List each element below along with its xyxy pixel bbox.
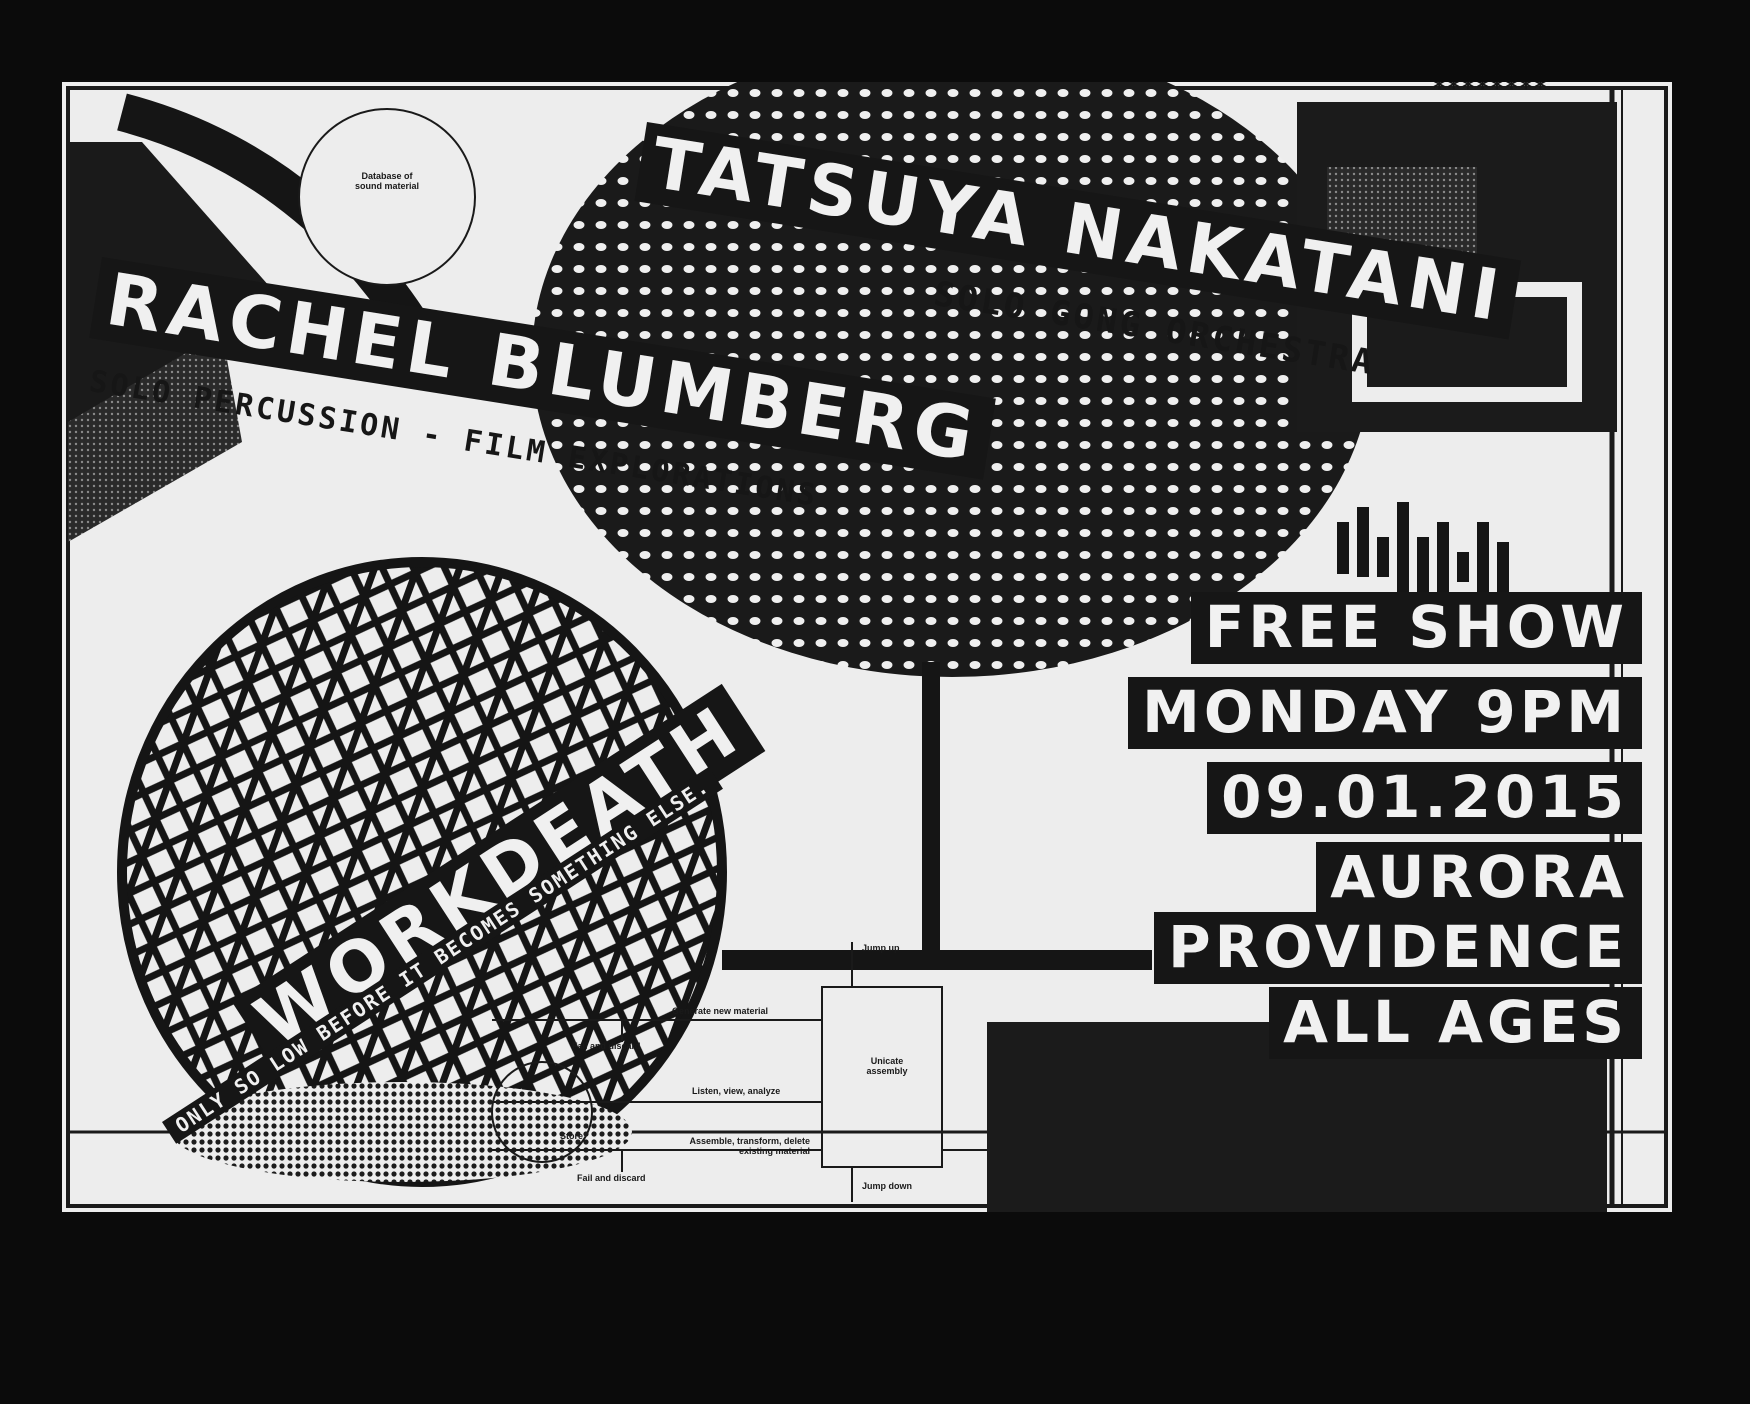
gong-stand-base (722, 950, 1152, 970)
unicate-label: Unicate assembly (866, 1056, 908, 1076)
detail-ages: ALL AGES (1269, 987, 1642, 1059)
jump-up-label: Jump up (862, 943, 900, 953)
detail-day-time: MONDAY 9PM (1128, 677, 1642, 749)
database-label: Database of sound material (354, 171, 419, 191)
sphere-shadow (172, 1082, 632, 1182)
flow-diagram (491, 942, 987, 1202)
detail-free-show: FREE SHOW (1190, 592, 1642, 664)
store-label: Store (560, 1131, 584, 1141)
poster: ******** Database of sound material Jump… (62, 82, 1672, 1212)
generate-label: Generate new material (672, 1006, 769, 1016)
gong-stand-pole (922, 662, 940, 962)
assemble-label: Assemble, transform, delete existing mat… (689, 1136, 810, 1156)
asterisks: ******** (1432, 82, 1548, 102)
database-circle (298, 108, 476, 286)
curved-band (117, 93, 439, 352)
detail-date: 09.01.2015 (1207, 762, 1642, 834)
listen-label: Listen, view, analyze (692, 1086, 781, 1096)
left-grain-wedge (68, 332, 242, 542)
fail-discard-top-label: Fail and discard (572, 1041, 641, 1051)
fail-discard-bottom-label: Fail and discard (577, 1173, 646, 1183)
detail-city: PROVIDENCE (1154, 912, 1642, 984)
jump-down-label: Jump down (862, 1181, 912, 1191)
detail-venue: AURORA (1316, 842, 1642, 914)
bars-icon (1337, 502, 1509, 602)
